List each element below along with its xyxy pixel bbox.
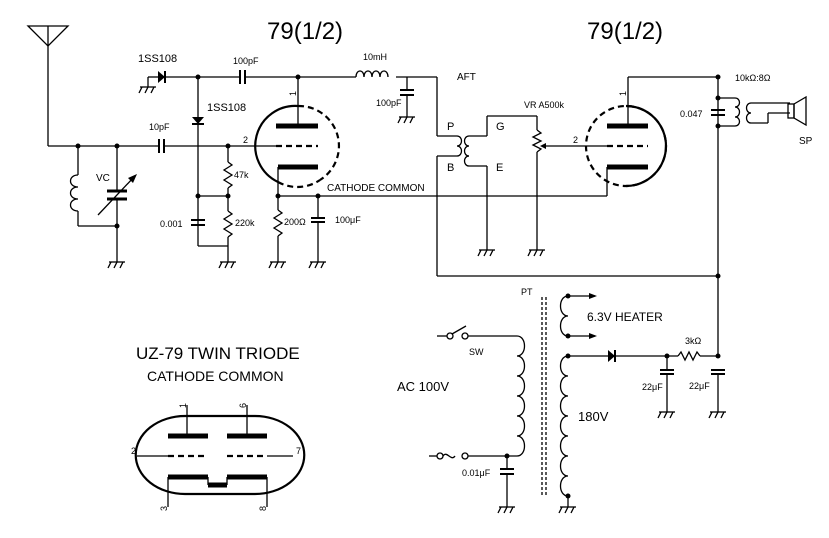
capacitor-10pf — [155, 139, 165, 153]
inductor-10mh — [355, 70, 389, 78]
tube-left-title: 79(1/2) — [267, 18, 343, 45]
label-10mh: 10mH — [363, 52, 387, 62]
ground-icon — [497, 506, 515, 514]
speaker-icon — [787, 95, 807, 127]
rectifier-diode-icon — [608, 350, 616, 362]
label-output-xfmr: 10kΩ:8Ω — [735, 73, 771, 83]
label-10pf: 10pF — [149, 122, 170, 132]
pinout-subtitle: CATHODE COMMON — [147, 368, 284, 384]
label-100pf-aft: 100pF — [376, 98, 402, 108]
label-0047: 0.047 — [680, 109, 703, 119]
heater-winding-icon — [559, 295, 569, 337]
diode-top-icon — [158, 71, 166, 83]
label-diode-mid: 1SS108 — [207, 102, 246, 114]
label-180v: 180V — [578, 409, 609, 424]
ground-icon — [107, 261, 125, 269]
ground-icon — [558, 506, 576, 514]
primary-winding-icon — [516, 335, 526, 457]
label-pt: PT — [521, 287, 533, 297]
label-100uf: 100μF — [335, 215, 361, 225]
label-100pf-top: 100pF — [233, 56, 259, 66]
antenna-icon — [26, 25, 70, 146]
label-cathode-common: CATHODE COMMON — [327, 183, 425, 194]
pinout-pin-8: 8 — [258, 506, 268, 511]
ground-icon — [138, 86, 156, 94]
output-transformer-icon — [718, 97, 790, 127]
pinout-pin-1: 1 — [178, 403, 188, 408]
label-ac-100v: AC 100V — [397, 379, 449, 394]
ground-icon — [218, 261, 236, 269]
pinout-pin-2: 2 — [131, 446, 136, 456]
pin-1-right: 1 — [618, 91, 628, 96]
variable-capacitor-icon — [97, 146, 137, 262]
ground-icon — [708, 411, 726, 419]
label-200-ohm: 200Ω — [284, 217, 306, 227]
label-aft: AFT — [457, 72, 476, 83]
label-sw: SW — [469, 347, 484, 357]
twin-triode-pinout-icon — [134, 405, 306, 507]
label-22uf-a: 22μF — [642, 382, 663, 392]
label-xfmr-p: P — [447, 121, 454, 133]
label-xfmr-g: G — [496, 121, 505, 133]
label-0001: 0.001 — [160, 219, 183, 229]
tuning-coil-icon — [69, 146, 117, 227]
ground-icon — [527, 249, 545, 257]
pin-1-left: 1 — [288, 91, 298, 96]
pinout-title: UZ-79 TWIN TRIODE — [136, 344, 300, 363]
resistor-200-ohm — [272, 209, 284, 237]
pinout-pin-3: 3 — [159, 506, 169, 511]
triode-left-icon — [254, 77, 341, 196]
interstage-transformer-icon — [456, 135, 463, 157]
resistor-220k — [222, 210, 234, 238]
pin-2-right: 2 — [573, 135, 578, 145]
ground-icon — [477, 249, 495, 257]
ground-icon — [308, 261, 326, 269]
tube-right-title: 79(1/2) — [587, 18, 663, 45]
label-vc: VC — [96, 173, 110, 184]
ground-icon — [268, 261, 286, 269]
label-001uf: 0.01μF — [462, 468, 491, 478]
pinout-pin-6: 6 — [238, 403, 248, 408]
fuse-icon — [429, 452, 517, 460]
ground-icon — [397, 116, 415, 124]
diode-mid-icon — [192, 117, 204, 125]
label-vr: VR A500k — [524, 100, 565, 110]
label-xfmr-b: B — [447, 162, 454, 174]
ground-icon — [657, 411, 675, 419]
label-220k: 220k — [235, 218, 255, 228]
triode-right-icon — [584, 77, 668, 196]
power-switch-icon — [437, 325, 517, 340]
label-3k: 3kΩ — [685, 336, 702, 346]
pinout-pin-7: 7 — [296, 446, 301, 456]
label-xfmr-e: E — [496, 162, 503, 174]
hv-winding-icon — [559, 355, 569, 497]
pin-2-left: 2 — [243, 135, 248, 145]
label-heater: 6.3V HEATER — [587, 310, 663, 324]
resistor-47k — [222, 161, 234, 189]
label-47k: 47k — [234, 170, 249, 180]
ground-symbols — [107, 86, 726, 514]
label-22uf-b: 22μF — [689, 381, 710, 391]
label-diode-top: 1SS108 — [138, 53, 177, 65]
label-speaker: SP — [799, 136, 813, 147]
volume-potentiometer — [531, 129, 543, 153]
resistor-3k — [677, 350, 701, 362]
